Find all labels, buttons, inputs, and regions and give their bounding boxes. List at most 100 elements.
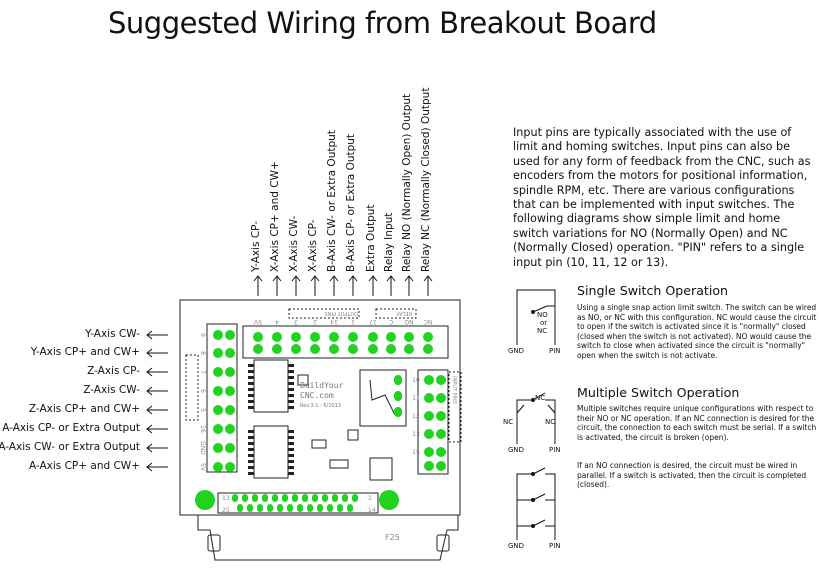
ic-pin	[248, 394, 254, 397]
component-a	[297, 374, 309, 386]
pin-header	[217, 492, 379, 514]
top-pin-number: 1	[351, 318, 355, 325]
left-label-2: Z-Axis CP-	[87, 365, 140, 377]
ic-pin	[288, 406, 294, 409]
ic-pin	[248, 388, 254, 391]
right-terminal-block	[417, 369, 449, 475]
left-pad-b-1	[225, 348, 235, 358]
ic-pin	[288, 376, 294, 379]
single-gnd-label: GND	[508, 347, 525, 355]
right-pad-b-4	[436, 447, 446, 457]
ic-pin	[288, 394, 294, 397]
left-pad-a-5	[213, 424, 223, 434]
header-pin-top	[322, 494, 328, 502]
ic-pin	[248, 454, 254, 457]
board-logo-1: BuildYour	[300, 381, 344, 390]
top-pin-number: 3	[294, 318, 298, 325]
header-pins	[232, 494, 358, 512]
top-pad-b-1	[272, 344, 282, 354]
component-d	[329, 459, 349, 469]
relay-pad-1	[394, 391, 402, 401]
multiple-switch-serial-diagram	[516, 392, 556, 444]
connector-label: F25	[385, 533, 400, 542]
left-pad-a-4	[213, 405, 223, 415]
relay-label: RELAY	[395, 310, 412, 316]
arrow-up-2	[291, 275, 301, 296]
left-pad-a-3	[213, 386, 223, 396]
top-pad-b-0	[253, 344, 263, 354]
right-pin-number: 12	[412, 413, 420, 420]
ic-pins	[248, 364, 294, 475]
ic-pin	[248, 406, 254, 409]
multi-nc-left-label: NC	[503, 418, 514, 426]
top-pad-a-8	[404, 332, 414, 342]
component-c	[311, 439, 327, 449]
left-terminal-block	[206, 323, 238, 473]
ic-pin	[288, 388, 294, 391]
relay-pad-2	[394, 407, 402, 417]
ic-pin	[288, 382, 294, 385]
header-pin-top	[292, 494, 298, 502]
ic-pin	[288, 460, 294, 463]
input-pins-label: INPUT PINS	[451, 376, 457, 404]
multi-pin-label-2: PIN	[549, 542, 561, 550]
right-pin-number: 15	[412, 449, 420, 456]
header-label-1: 1	[368, 495, 372, 502]
multiple-switch-body-1: Multiple switches require unique configu…	[577, 404, 817, 442]
top-pad-b-8	[404, 344, 414, 354]
top-pad-b-9	[423, 344, 433, 354]
ic-pin	[288, 448, 294, 451]
arrow-up-4	[329, 275, 339, 296]
top-pin-number: C	[389, 318, 393, 325]
top-pin-number: 17	[369, 318, 377, 325]
top-pad-a-9	[423, 332, 433, 342]
top-pad-b-2	[291, 344, 301, 354]
left-pad-b-6	[225, 443, 235, 453]
board-outline	[179, 299, 461, 516]
right-pad-b-1	[436, 393, 446, 403]
left-pad-b-4	[225, 405, 235, 415]
output-pins-label-box	[288, 308, 360, 319]
ic-pin	[288, 466, 294, 469]
header-pin-top	[252, 494, 258, 502]
multi-nc-top-label: NC	[535, 394, 546, 402]
ic-pin	[248, 382, 254, 385]
left-label-7: A-Axis CP+ and CW+	[28, 460, 140, 472]
top-pad-b-5	[348, 344, 358, 354]
header-label-14: 14	[368, 507, 376, 514]
top-pad-b-6	[368, 344, 378, 354]
arrow-left-1	[146, 348, 168, 358]
ic-pin	[248, 448, 254, 451]
left-pin-number: GND	[199, 441, 206, 455]
right-pad-a-3	[424, 429, 434, 439]
left-label-box	[185, 354, 199, 421]
header-pin-bottom	[247, 504, 253, 512]
top-terminal-block	[242, 325, 449, 359]
ic-chip-2	[253, 425, 289, 479]
intro-paragraph: Input pins are typically associated with…	[513, 126, 811, 269]
breakout-board	[179, 299, 462, 561]
relay-symbol	[369, 379, 396, 416]
left-labels: Y-Axis CW-Y-Axis CP+ and CW+Z-Axis CP-Z-…	[0, 0, 140, 580]
multiple-switch-title: Multiple Switch Operation	[577, 385, 740, 400]
header-pin-bottom	[287, 504, 293, 512]
left-label-0: Y-Axis CW-	[85, 328, 140, 340]
left-pad-a-0	[213, 330, 223, 340]
multi-gnd-label-2: GND	[508, 542, 525, 550]
right-pad-b-5	[436, 461, 446, 471]
ic-pin	[248, 466, 254, 469]
db25-connector	[197, 515, 459, 561]
ic-pin	[288, 364, 294, 367]
top-pin-number: NC	[424, 318, 433, 325]
single-switch-body: Using a single snap action limit switch.…	[577, 303, 817, 360]
header-pin-bottom	[237, 504, 243, 512]
arrow-left-6	[146, 443, 168, 453]
top-pad-b-4	[329, 344, 339, 354]
output-pins-label: OUTPUT PINS	[325, 310, 358, 316]
arrow-left-0	[146, 330, 168, 340]
ic-pin	[288, 472, 294, 475]
header-pin-bottom	[337, 504, 343, 512]
left-pad-a-1	[213, 348, 223, 358]
top-pin-number: 5V	[253, 318, 262, 325]
